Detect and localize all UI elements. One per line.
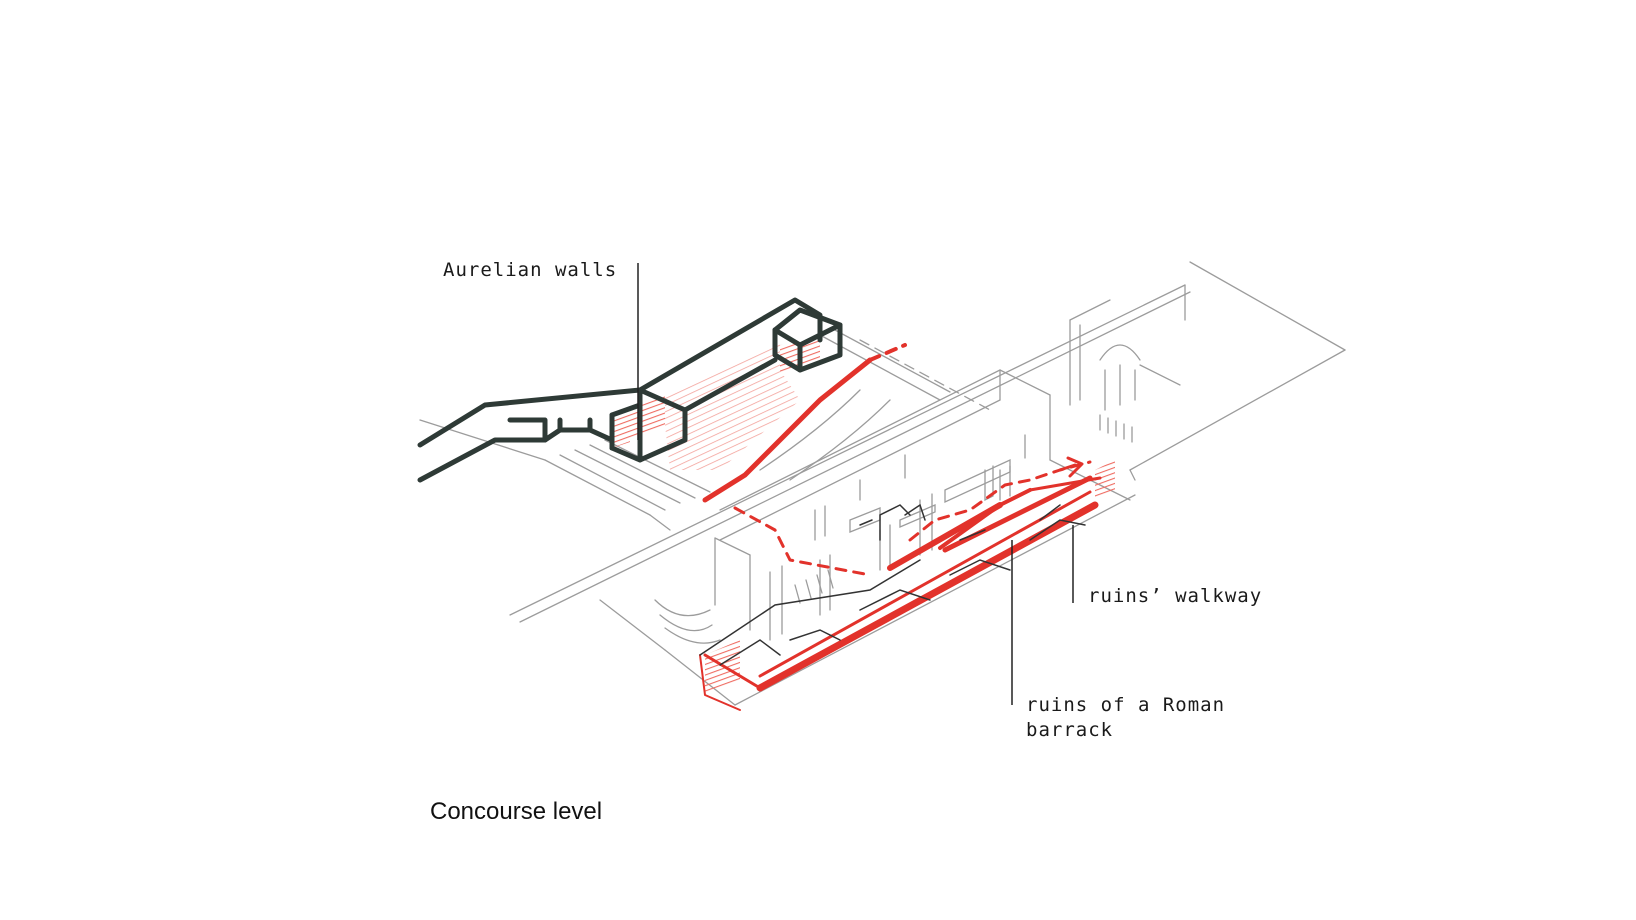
caption-concourse-level: Concourse level: [430, 798, 603, 825]
leader-lines: [637, 263, 1074, 705]
aurelian-wall-outline: [417, 297, 843, 483]
pencil-base: [419, 261, 1346, 706]
ruins-details: [699, 503, 1086, 666]
label-roman-barrack-line2: barrack: [1026, 719, 1114, 741]
label-roman-barrack-line1: ruins of a Roman: [1026, 694, 1226, 716]
red-hatched-areas: [612, 340, 1115, 695]
red-walkway: [699, 343, 1102, 711]
label-ruins-walkway: ruins’ walkway: [1088, 585, 1263, 607]
label-aurelian-walls: Aurelian walls: [443, 259, 618, 281]
label-roman-barrack: ruins of a Roman barrack: [1026, 693, 1225, 743]
